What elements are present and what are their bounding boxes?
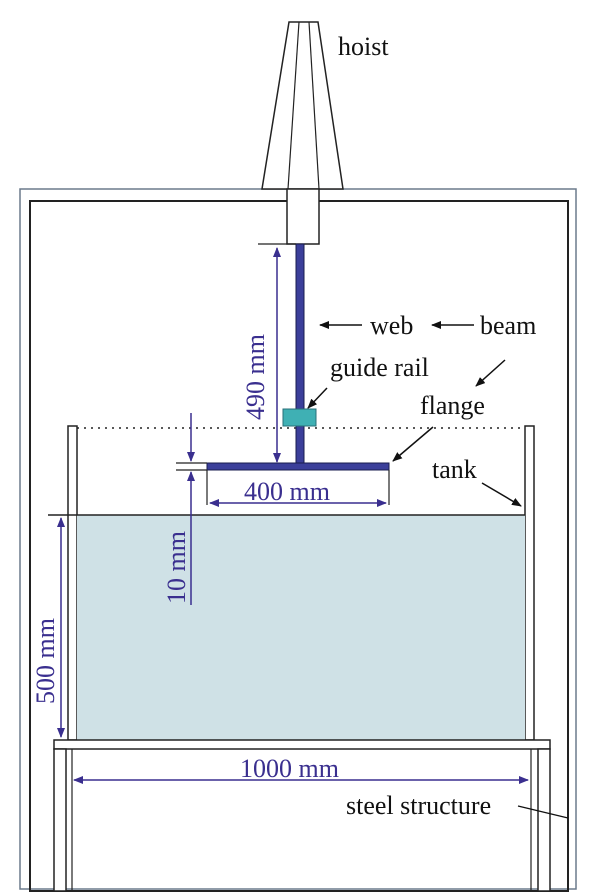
tank-wall-right [524, 425, 535, 741]
steel-structure-leg-right [537, 748, 551, 892]
tank-arrow [481, 482, 522, 507]
steel-structure-pointer [517, 805, 569, 819]
water-body [77, 515, 525, 740]
tank-wall-left [67, 425, 78, 741]
dim-width-label: 1000 mm [240, 754, 339, 783]
beam-flange [206, 462, 390, 471]
hoist-inner-line-right [308, 21, 320, 190]
flange-label: flange [420, 391, 485, 420]
beam-label: beam [480, 311, 536, 340]
dim-web-label: 490 mm [241, 334, 270, 420]
hoist-inner-line-left [287, 21, 300, 190]
guide-rail [282, 408, 317, 427]
dim-flange-label: 400 mm [244, 477, 330, 506]
hoist-label: hoist [338, 32, 389, 61]
steel-structure-top [53, 739, 551, 750]
tank-label: tank [432, 455, 477, 484]
hoist [261, 21, 344, 190]
guide-rail-arrow [307, 387, 328, 409]
flange-beam-arrow [475, 359, 506, 387]
steel-structure-leg-left [53, 748, 67, 892]
steel-structure-label: steel structure [346, 791, 491, 820]
beam-web [295, 243, 305, 467]
hoist-shaft [286, 188, 320, 245]
web-label: web [370, 311, 413, 340]
dim-depth-label: 500 mm [31, 618, 60, 704]
guide-rail-label: guide rail [330, 353, 429, 382]
dim-gap-label: 10 mm [162, 531, 191, 604]
flange-arrow [392, 426, 434, 462]
